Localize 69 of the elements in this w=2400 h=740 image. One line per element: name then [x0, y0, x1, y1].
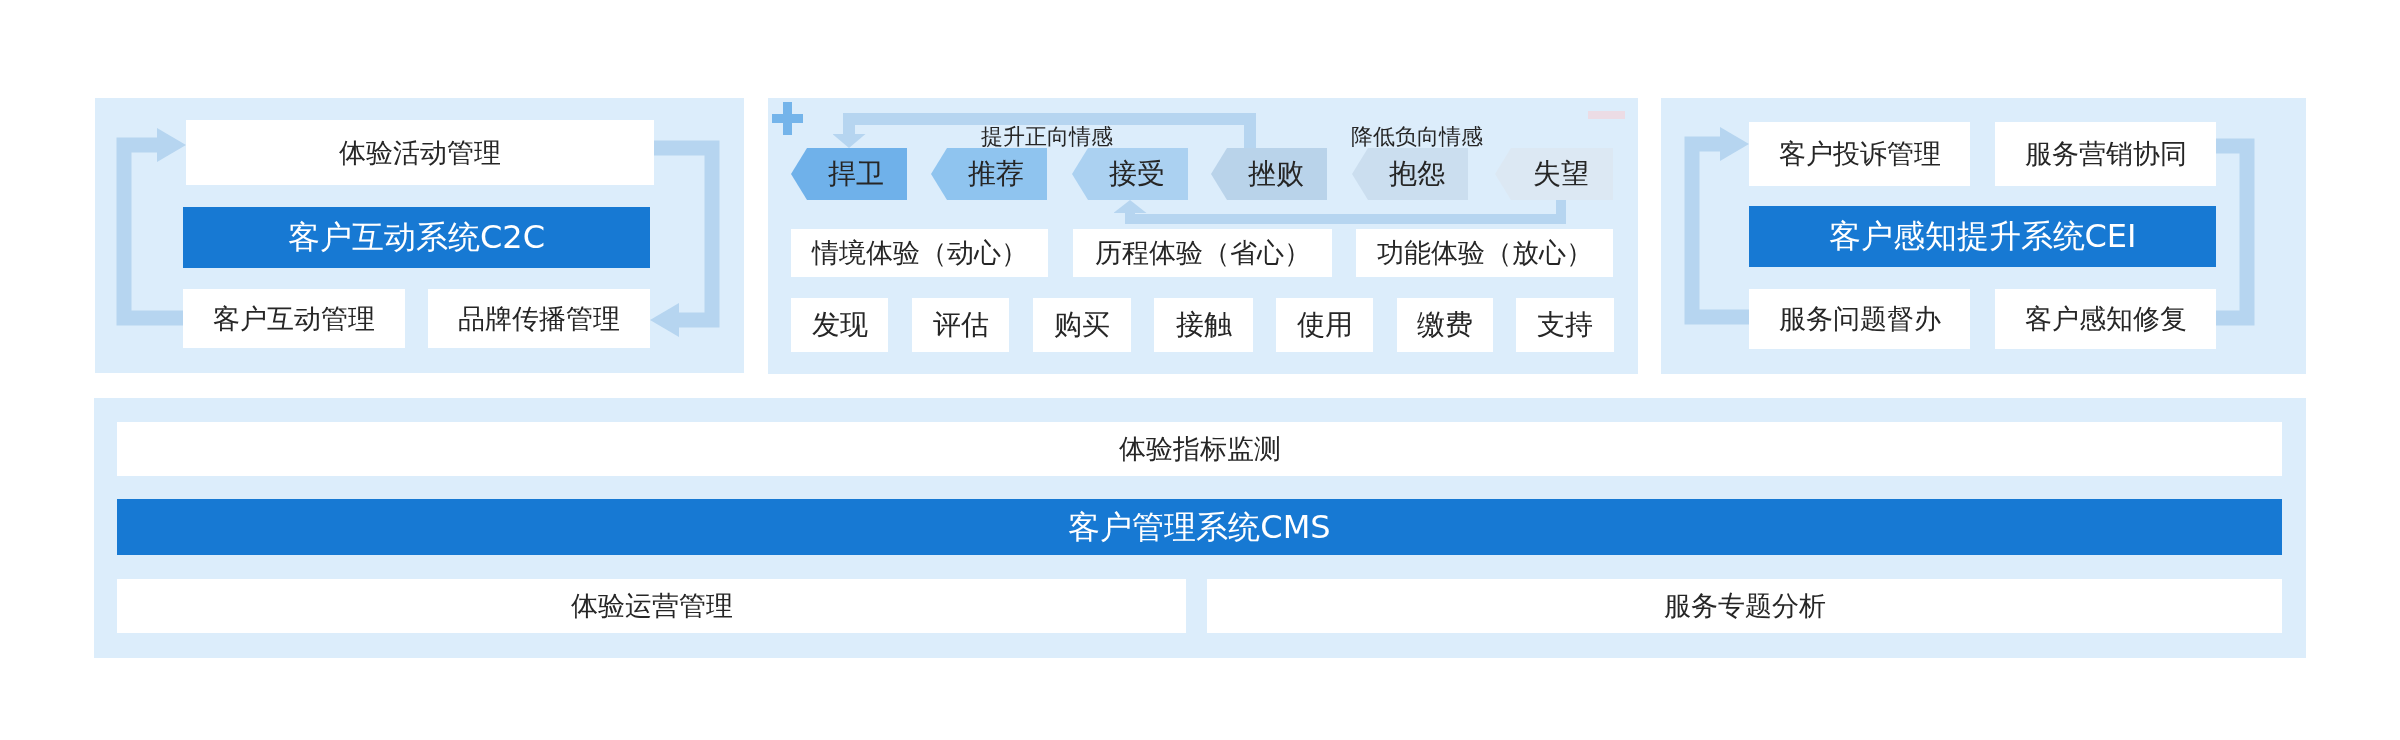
module-panel	[1749, 289, 1970, 349]
module-panel	[186, 120, 654, 185]
module-label: 服务专题分析	[1663, 590, 1826, 622]
group-panel	[94, 398, 2306, 658]
module-panel	[1995, 289, 2216, 349]
module-label: 体验活动管理	[339, 136, 501, 168]
stage-label: 购买	[1054, 308, 1110, 342]
module-label: 服务营销协同	[2024, 138, 2187, 170]
system-bar	[1749, 206, 2216, 267]
module-label: 体验指标监测	[1118, 433, 1281, 465]
system-name: 客户感知提升系统CEI	[1828, 218, 2137, 255]
stage-tile	[1276, 298, 1373, 352]
stage-tile	[1397, 298, 1493, 352]
group-panel	[95, 98, 744, 373]
stage-tile	[1033, 298, 1131, 352]
flow-arrow	[1113, 200, 1566, 224]
system-name: 客户互动系统C2C	[287, 219, 545, 256]
module-panel	[117, 579, 1186, 633]
emotion-label: 抱怨	[1389, 157, 1445, 191]
group-panel	[1661, 98, 2306, 374]
emotion-chevron	[1211, 148, 1327, 200]
experience-label: 历程体验（省心）	[1094, 237, 1311, 269]
stage-tile	[791, 298, 888, 352]
flow-arrow	[650, 140, 720, 337]
connector-line	[2216, 138, 2255, 326]
module-panel	[183, 289, 405, 348]
emotion-label: 接受	[1109, 157, 1165, 191]
group-heading: 降低负向情感	[1350, 125, 1484, 150]
module-panel	[117, 422, 2282, 476]
experience-panel	[1356, 229, 1613, 277]
module-panel	[1995, 122, 2216, 186]
module-label: 服务问题督办	[1778, 303, 1941, 335]
group-heading: 提升正向情感	[980, 125, 1114, 150]
experience-label: 情境体验（动心）	[811, 237, 1028, 269]
module-label: 客户投诉管理	[1778, 138, 1941, 170]
stage-tile	[1516, 298, 1614, 352]
module-panel	[1207, 579, 2282, 633]
emotion-label: 推荐	[968, 157, 1024, 191]
flow-arrow	[832, 113, 1256, 148]
flow-arrow	[1684, 127, 1749, 325]
group-panel	[768, 98, 1638, 374]
emotion-chevron	[931, 148, 1047, 200]
emotion-chevron	[791, 148, 907, 200]
module-label: 客户感知修复	[2024, 303, 2187, 335]
emotion-label: 挫败	[1248, 157, 1304, 191]
stage-label: 发现	[811, 308, 868, 342]
stage-label: 支持	[1537, 308, 1593, 342]
stage-tile	[912, 298, 1009, 352]
emotion-chevron	[1072, 148, 1188, 200]
emotion-chevron	[1495, 148, 1613, 200]
module-panel	[428, 289, 650, 348]
experience-label: 功能体验（放心）	[1376, 237, 1593, 269]
flow-arrow	[116, 128, 186, 326]
stage-label: 评估	[932, 308, 989, 342]
stage-tile	[1154, 298, 1253, 352]
stage-label: 缴费	[1417, 308, 1473, 342]
emotion-label: 捍卫	[828, 157, 884, 191]
experience-panel	[1073, 229, 1332, 277]
module-label: 客户互动管理	[213, 302, 375, 334]
stage-label: 使用	[1296, 308, 1353, 342]
system-name: 客户管理系统CMS	[1068, 508, 1331, 546]
stage-label: 接触	[1175, 308, 1232, 342]
emotion-label: 失望	[1533, 157, 1589, 191]
system-bar	[117, 499, 2282, 555]
experience-panel	[791, 229, 1048, 277]
module-label: 体验运营管理	[570, 590, 733, 622]
system-bar	[183, 207, 650, 268]
module-label: 品牌传播管理	[458, 302, 620, 334]
module-panel	[1749, 122, 1970, 186]
